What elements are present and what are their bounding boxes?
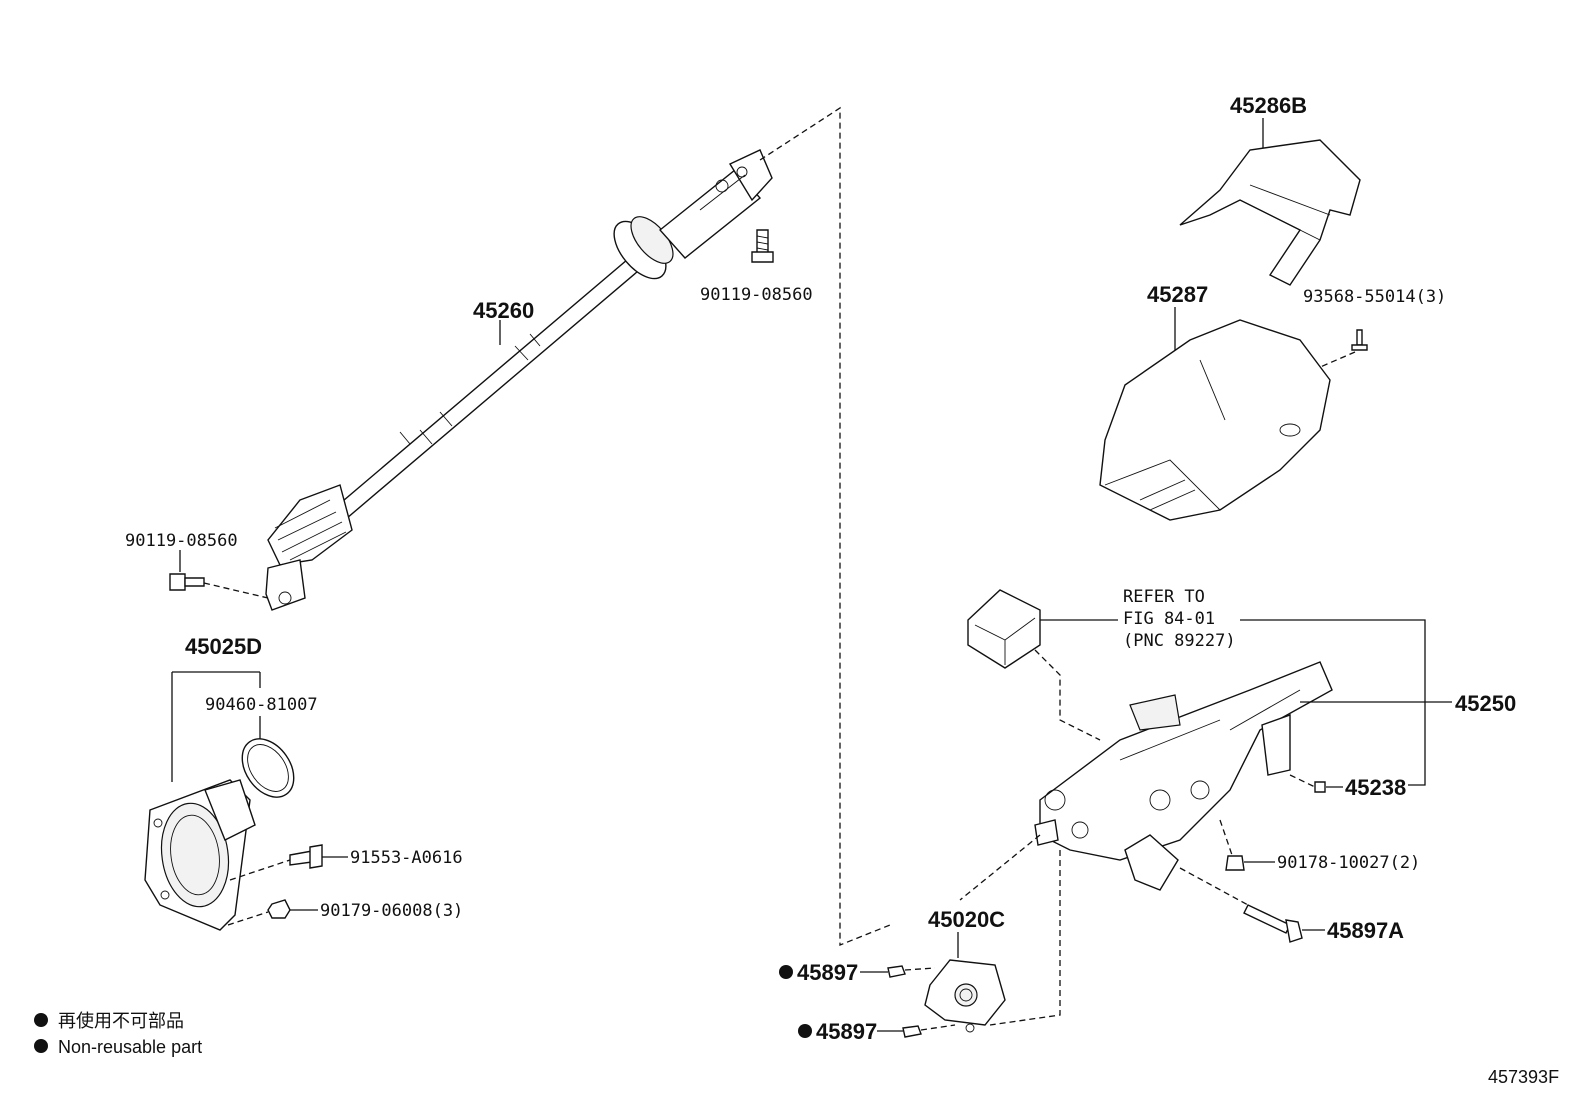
leader-45897-1-dash: [904, 967, 936, 971]
shear-bolt-1: [887, 965, 906, 978]
label-bolt-top: 90119-08560: [700, 285, 813, 305]
intermediate-shaft: [265, 149, 773, 611]
clamp-ring: [241, 738, 295, 798]
shear-bolt-2: [902, 1025, 922, 1038]
leader-45897A-dash: [1179, 867, 1249, 906]
legend-dot-en: [34, 1039, 48, 1053]
figure-id: 457393F: [1488, 1067, 1559, 1087]
leader-lock-lower-dash: [989, 850, 1061, 1026]
label-45286B: 45286B: [1230, 93, 1307, 118]
leader-90179-dash: [227, 911, 269, 926]
bolt-45897A: [1243, 904, 1303, 943]
nonreusable-mark-2: [798, 1024, 812, 1038]
label-45897-2: 45897: [816, 1019, 877, 1044]
label-45287: 45287: [1147, 282, 1208, 307]
refer-line-1: REFER TO: [1123, 587, 1205, 607]
leader-bolt-bottom: [203, 582, 269, 599]
label-45250: 45250: [1455, 691, 1516, 716]
leader-45238-dash: [1289, 774, 1316, 788]
module-89227: [967, 589, 1041, 669]
label-93568: 93568-55014(3): [1303, 287, 1446, 307]
leader-91553-dash: [229, 859, 291, 881]
upper-column-cover: [1179, 139, 1361, 286]
lock-bracket: [924, 959, 1006, 1033]
lower-column-cover: [1099, 319, 1331, 521]
leader-lock-upper-dash: [959, 834, 1041, 901]
label-45020C: 45020C: [928, 907, 1005, 932]
leader-93568-dash: [1317, 351, 1356, 369]
leader-module-dash: [1034, 649, 1101, 741]
label-91553: 91553-A0616: [350, 848, 463, 868]
legend-dot-jp: [34, 1013, 48, 1027]
bolt-90119-bottom: [169, 573, 205, 591]
label-45260: 45260: [473, 298, 534, 323]
nut-90178: [1225, 855, 1245, 871]
refer-line-3: (PNC 89227): [1123, 631, 1236, 651]
label-90460: 90460-81007: [205, 695, 318, 715]
label-45238: 45238: [1345, 775, 1406, 800]
leader-45897-2-dash: [920, 1024, 956, 1031]
screw-93568: [1351, 329, 1368, 351]
label-45897A: 45897A: [1327, 918, 1404, 943]
label-90179: 90179-06008(3): [320, 901, 463, 921]
nonreusable-mark-1: [779, 965, 793, 979]
seal-plate: [144, 779, 256, 931]
leader-shaft-dashed: [759, 106, 891, 946]
label-90178: 90178-10027(2): [1277, 853, 1420, 873]
label-bolt-bottom: 90119-08560: [125, 531, 238, 551]
label-45897-1: 45897: [797, 960, 858, 985]
refer-line-2: FIG 84-01: [1123, 609, 1215, 629]
bracket-45025D: [171, 671, 261, 782]
bolt-45238: [1314, 781, 1326, 793]
legend-en: Non-reusable part: [58, 1037, 202, 1057]
label-45025D: 45025D: [185, 634, 262, 659]
nut-90179: [267, 899, 291, 919]
legend-jp: 再使用不可部品: [58, 1011, 184, 1031]
steering-column: [1034, 661, 1333, 891]
bolt-90119-top: [751, 229, 774, 263]
bolt-91553: [289, 844, 323, 869]
leader-90178-dash: [1219, 819, 1233, 856]
